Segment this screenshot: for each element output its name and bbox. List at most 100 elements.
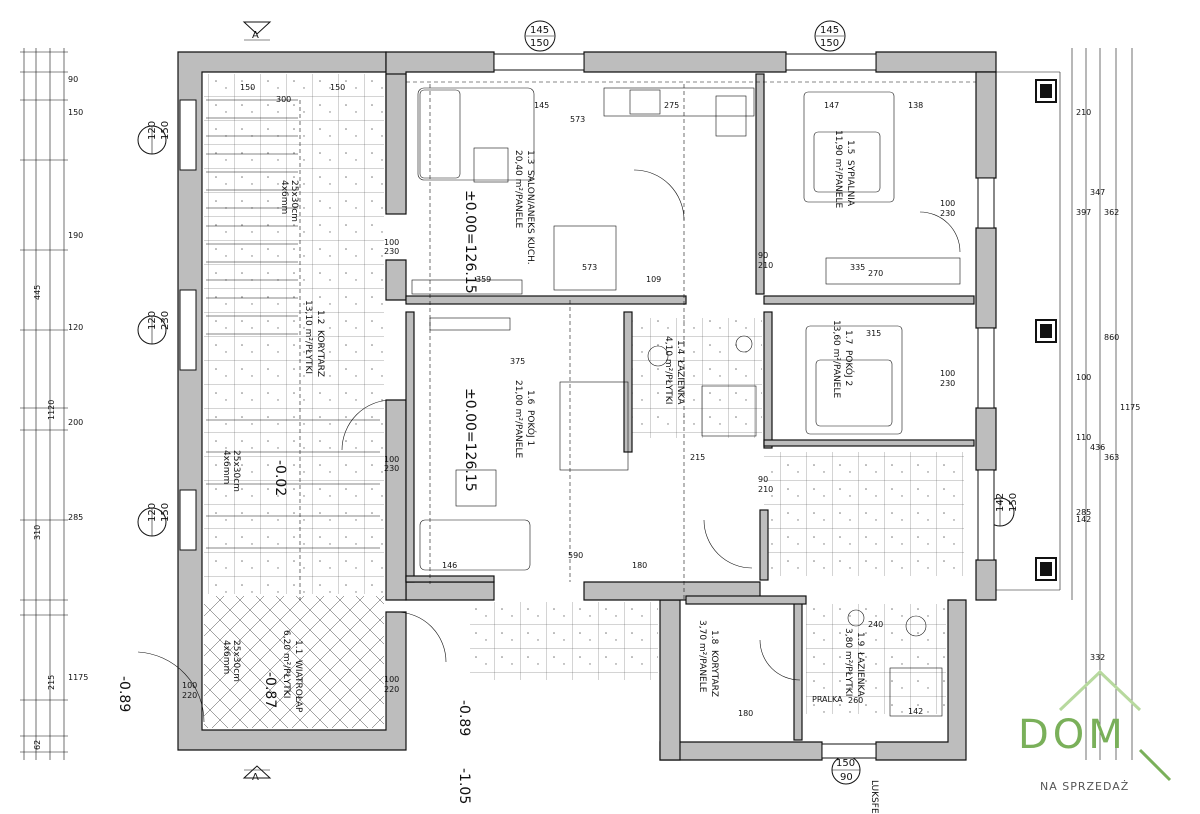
door-label-7: 100 220 [384, 675, 399, 694]
svg-text:100: 100 [384, 238, 399, 247]
svg-text:270: 270 [868, 269, 883, 278]
svg-text:142: 142 [995, 493, 1006, 512]
svg-text:100: 100 [940, 199, 955, 208]
svg-text:590: 590 [568, 551, 583, 560]
dims-misc: 359 573 109 375 590 180 146 215 335 270 … [442, 263, 923, 718]
logo: DOM NA SPRZEDAŻ [1018, 669, 1172, 793]
door-label-5: 90 210 [758, 251, 773, 270]
svg-text:1175: 1175 [1120, 403, 1140, 412]
svg-text:110: 110 [1076, 433, 1091, 442]
svg-text:332: 332 [1090, 653, 1105, 662]
porch-tiles [470, 602, 658, 680]
svg-text:150: 150 [530, 38, 549, 49]
svg-text:1.6: 1.6 [525, 390, 535, 405]
door-label-6: 90 210 [758, 475, 773, 494]
door-label-8: 100 220 [182, 681, 197, 700]
svg-text:1.1: 1.1 [293, 640, 303, 654]
level-salon: ±0.00=126.15 [462, 190, 478, 294]
svg-text:25x30cm: 25x30cm [231, 640, 241, 682]
corridor2-tiles [764, 452, 964, 576]
level-pokoj: ±0.00=126.15 [462, 388, 478, 492]
svg-text:PRALKA: PRALKA [812, 695, 843, 704]
level-entry: -0.87 [262, 672, 278, 708]
room-label-lazienka2: 1.9 ŁAZIENKA 3,80 m²/PŁYTKI [843, 628, 865, 697]
svg-text:4,10 m²/PŁYTKI: 4,10 m²/PŁYTKI [663, 336, 673, 404]
svg-text:A: A [252, 30, 259, 41]
svg-text:230: 230 [940, 379, 955, 388]
svg-text:210: 210 [758, 485, 773, 494]
svg-text:215: 215 [47, 675, 56, 690]
svg-text:230: 230 [940, 209, 955, 218]
svg-text:20,40 m²/PANELE: 20,40 m²/PANELE [513, 150, 523, 228]
svg-text:100: 100 [384, 675, 399, 684]
svg-text:147: 147 [824, 101, 839, 110]
svg-text:DOM: DOM [1018, 712, 1127, 758]
svg-text:100: 100 [384, 455, 399, 464]
svg-text:573: 573 [582, 263, 597, 272]
svg-text:240: 240 [868, 620, 883, 629]
svg-text:146: 146 [442, 561, 457, 570]
svg-text:21,00 m²/PANELE: 21,00 m²/PANELE [513, 380, 523, 458]
svg-text:KORYTARZ: KORYTARZ [315, 330, 325, 377]
svg-text:13,60 m²/PANELE: 13,60 m²/PANELE [831, 320, 841, 398]
door-label-3: 100 230 [940, 199, 955, 218]
svg-text:359: 359 [476, 275, 491, 284]
svg-text:1.5: 1.5 [845, 140, 855, 154]
room-label-pokoj2: 1.7 POKÓJ 2 13,60 m²/PANELE [831, 320, 855, 398]
svg-text:362: 362 [1104, 208, 1119, 217]
room-label-korytarz: 1.2 KORYTARZ 13,10 m²/PŁYTKI [303, 300, 325, 377]
svg-text:180: 180 [632, 561, 647, 570]
guide-lines [299, 81, 976, 600]
bathroom2-tiles [806, 604, 946, 714]
luksfer-label: LUKSFER [869, 780, 879, 814]
svg-text:347: 347 [1090, 188, 1105, 197]
svg-text:1120: 1120 [47, 400, 56, 420]
svg-text:300: 300 [276, 95, 291, 104]
door-label-1: 100 230 [384, 238, 399, 256]
left-dimension-chain: 90 150 190 120 200 285 1175 445 1120 310… [20, 48, 88, 760]
svg-text:90: 90 [68, 75, 78, 84]
room-label-lazienka: 1.4 ŁAZIENKA 4,10 m²/PŁYTKI [663, 336, 685, 405]
svg-text:POKÓJ 2: POKÓJ 2 [843, 350, 855, 386]
svg-text:860: 860 [1104, 333, 1119, 342]
svg-text:210: 210 [758, 261, 773, 270]
svg-text:310: 310 [33, 525, 42, 540]
svg-text:230: 230 [384, 247, 399, 256]
svg-text:120: 120 [147, 311, 158, 330]
svg-text:150: 150 [68, 108, 83, 117]
tile-label-1: 25x30cm 4x6mm [279, 180, 299, 222]
svg-text:4x6mm: 4x6mm [279, 180, 289, 214]
svg-text:120: 120 [147, 121, 158, 140]
svg-text:100: 100 [1076, 373, 1091, 382]
svg-text:90: 90 [758, 475, 768, 484]
svg-text:A: A [252, 772, 259, 783]
svg-text:100: 100 [182, 681, 197, 690]
svg-text:335: 335 [850, 263, 865, 272]
svg-text:150: 150 [1008, 493, 1019, 512]
room-label-sypialnia: 1.5 SYPIALNIA 11,90 m²/PANELE [833, 130, 855, 208]
columns [996, 71, 1061, 591]
svg-text:215: 215 [690, 453, 705, 462]
axis-bubble-top-left: 145 150 [524, 20, 556, 52]
svg-text:145: 145 [530, 25, 549, 36]
svg-text:WIATROŁAP: WIATROŁAP [293, 660, 303, 713]
svg-text:142: 142 [1076, 515, 1091, 524]
door-label-4: 100 230 [940, 369, 955, 388]
tile-label-2: 25x30cm 4x6mm [221, 450, 241, 492]
svg-text:1.4: 1.4 [675, 340, 685, 355]
svg-text:120: 120 [68, 323, 83, 332]
section-mark-top: A [242, 21, 272, 41]
svg-text:POKÓJ 1: POKÓJ 1 [525, 410, 537, 446]
svg-text:210: 210 [1076, 108, 1091, 117]
svg-text:150: 150 [160, 503, 171, 522]
svg-text:230: 230 [384, 464, 399, 473]
svg-text:220: 220 [182, 691, 197, 700]
level-stairs: -0.02 [272, 460, 288, 496]
svg-text:62: 62 [33, 740, 42, 750]
svg-text:6,20 m²/PŁYTKI: 6,20 m²/PŁYTKI [281, 630, 291, 698]
svg-text:11,90 m²/PANELE: 11,90 m²/PANELE [833, 130, 843, 208]
svg-text:150: 150 [820, 38, 839, 49]
svg-text:1.2: 1.2 [315, 310, 325, 324]
svg-text:-0.02: -0.02 [272, 460, 288, 496]
